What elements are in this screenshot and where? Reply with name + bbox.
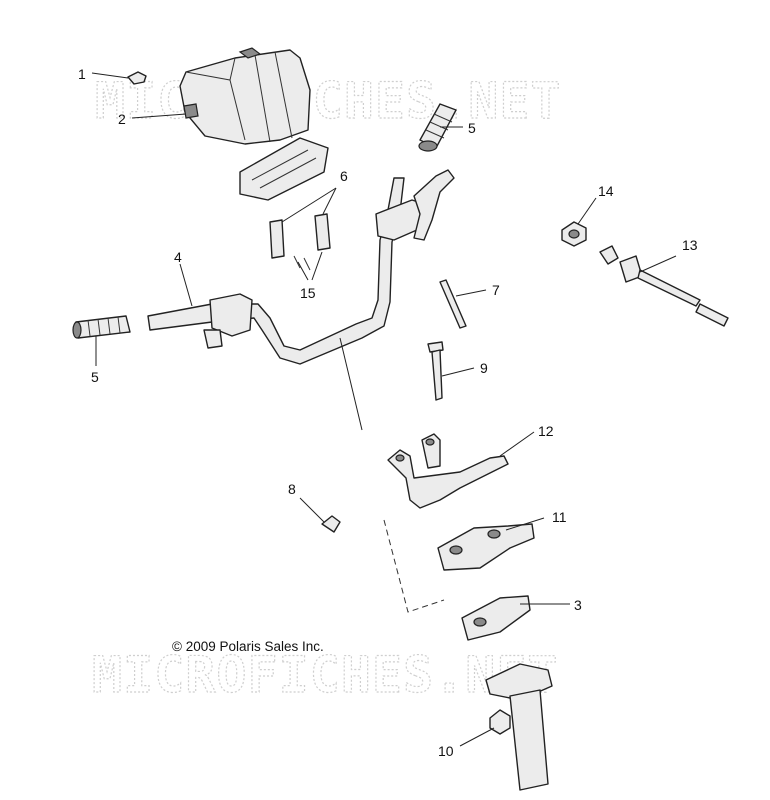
copyright-notice: © 2009 Polaris Sales Inc. bbox=[172, 639, 324, 654]
callout-3: 3 bbox=[574, 597, 582, 613]
callout-9: 9 bbox=[480, 360, 488, 376]
callout-13: 13 bbox=[682, 237, 698, 253]
callout-7: 7 bbox=[492, 282, 500, 298]
callout-2: 2 bbox=[118, 111, 126, 127]
callout-5-left: 5 bbox=[91, 369, 99, 385]
part-1-screw bbox=[127, 71, 147, 85]
part-10-nut bbox=[489, 709, 511, 735]
callout-12: 12 bbox=[538, 423, 554, 439]
leader-15a bbox=[297, 261, 309, 281]
leader-1 bbox=[91, 72, 129, 79]
callout-6: 6 bbox=[340, 168, 348, 184]
leader-14 bbox=[577, 197, 597, 225]
callout-1: 1 bbox=[78, 66, 86, 82]
leader-4-steering bbox=[339, 337, 363, 431]
part-steering-post bbox=[485, 663, 553, 791]
part-8-bolt bbox=[321, 515, 341, 533]
watermark-bottom: MICROFICHES.NET bbox=[92, 646, 559, 704]
leader-2 bbox=[131, 113, 187, 119]
part-3-lower-clamp bbox=[461, 595, 531, 641]
callout-8: 8 bbox=[288, 481, 296, 497]
leader-9 bbox=[441, 367, 475, 377]
callout-14: 14 bbox=[598, 183, 614, 199]
leader-4 bbox=[179, 263, 193, 307]
leader-10 bbox=[459, 727, 495, 747]
part-6-brackets bbox=[269, 213, 331, 259]
part-15-clips bbox=[293, 255, 311, 271]
callout-11: 11 bbox=[552, 509, 567, 525]
leader-7 bbox=[455, 289, 487, 297]
callout-4: 4 bbox=[174, 249, 182, 265]
callout-5-right: 5 bbox=[468, 120, 476, 136]
leader-15b bbox=[311, 251, 323, 281]
part-5-grip-right bbox=[418, 103, 457, 152]
part-9-bolt bbox=[427, 341, 444, 401]
leader-13 bbox=[639, 255, 677, 273]
part-12-mount-bracket bbox=[387, 433, 509, 509]
callout-10: 10 bbox=[438, 743, 454, 759]
leader-12 bbox=[499, 431, 535, 457]
part-5-grip-left bbox=[72, 315, 131, 339]
part-7-pin bbox=[439, 279, 467, 329]
leader-6b bbox=[322, 187, 337, 215]
part-switch-housing bbox=[239, 137, 329, 201]
leader-11 bbox=[505, 517, 545, 531]
part-13-shaft bbox=[599, 245, 729, 327]
leader-6a bbox=[281, 187, 337, 223]
part-2-handlebar-cover bbox=[179, 47, 311, 145]
callout-15: 15 bbox=[300, 285, 316, 301]
part-4-handlebar bbox=[147, 169, 455, 365]
watermark-top: MICROFICHES.NET bbox=[95, 72, 562, 130]
part-14-nut bbox=[561, 221, 587, 247]
part-11-upper-clamp bbox=[437, 523, 535, 571]
leader-8 bbox=[299, 497, 325, 523]
centerline-dashed bbox=[383, 519, 445, 613]
